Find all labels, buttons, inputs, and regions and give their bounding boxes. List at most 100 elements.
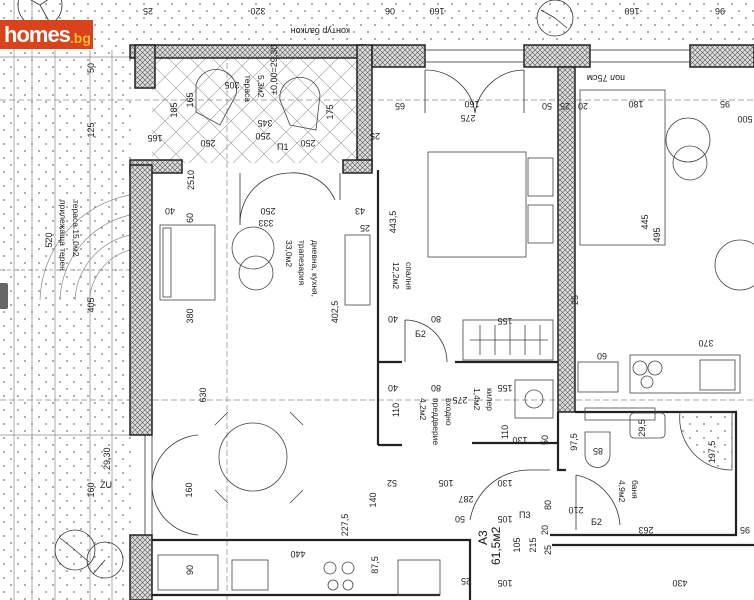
armchair [195,69,237,126]
dimension-label: 50 [455,514,465,524]
room-label-yard-terrace-area: тераса 15,0м2 [71,200,81,257]
room-label-terrace: тераса [243,75,253,102]
dimension-label: 380 [185,308,195,323]
sill-label: пол 75см [587,73,625,83]
dimension-label: 125 [86,122,96,137]
dimension-label: 60 [597,351,607,361]
door-tag-b2: Б2 [415,329,426,339]
dimension-label: 25 [570,295,580,305]
room-label-closet-area: 1,4м2 [472,388,482,411]
room-label-living-area: 33,0м2 [284,240,294,267]
dimension-label: 320 [250,6,265,16]
dimension-label: 60 [185,213,195,223]
side-scroll-handle[interactable] [0,283,8,309]
room-label-terrace-area: 5,3м2 [256,75,266,98]
toilet [584,431,611,468]
dimension-label: 52 [387,478,397,488]
dimension-label: 40 [165,206,175,216]
room-label-bath-area: 4,9м2 [617,480,627,503]
dimension-label: 165 [147,133,162,143]
dimension-label: 160 [429,6,444,16]
dimension-label: 43 [355,206,365,216]
room-label-living: дневна, кухня, [310,240,320,297]
dimension-label: 25 [143,6,153,16]
dimension-label: 20 [578,101,588,111]
round-table [231,226,275,270]
dimension-label: 197,5 [707,441,717,464]
dimension-label: 40 [388,314,398,324]
room-label-hall: входно [444,398,454,426]
dimension-label: 287 [458,494,473,504]
dimension-label: 445 [640,214,650,229]
dimension-label: 130 [497,478,512,488]
dimension-label: 305 [224,80,239,90]
shower [679,411,733,471]
dimension-label: 105 [497,578,512,588]
armchair [279,76,321,131]
floor-level-label: ±0,00=29,30 [269,45,279,95]
bed [427,151,527,258]
dimension-label: 333 [258,218,273,228]
dimension-label: 160 [464,99,479,109]
dimension-label: 405 [86,297,96,312]
dimension-label: 160 [624,6,639,16]
wardrobe [579,89,666,246]
dimension-label: 175 [325,104,335,119]
dimension-label: 250 [200,138,215,148]
dimension-label: 105 [497,514,512,524]
dimension-label: 96 [715,6,725,16]
room-label-closet: килер [485,388,495,411]
dimension-label: 06 [385,6,395,16]
front-area [133,0,754,45]
dimension-label: 227,5 [340,514,350,537]
dimension-label: 50 [86,63,96,73]
dimension-label: 50 [540,435,550,445]
openings [144,49,691,536]
dimension-label: 210 [568,505,583,515]
unit-name: A3 [476,530,490,545]
dimension-label: 155 [497,316,512,326]
dimension-label: 140 [368,492,378,507]
room-label-yard-terrace: прилежаща терен [58,200,68,271]
dimension-label: 250 [300,138,315,148]
dimension-label: 250 [255,131,270,141]
sofa [159,224,216,301]
dimension-label: 520 [44,232,54,247]
walls [129,44,754,600]
room-label-bath: баня [630,480,640,499]
dimension-label: 95 [720,99,730,109]
dimension-label: 250 [260,206,275,216]
dimension-label: 2510 [186,170,196,190]
dimension-label: 443,5 [388,211,398,234]
boiler [514,379,554,419]
kitchen-counter [629,354,741,394]
level-mark: 29,30 [102,447,112,470]
room-label-living-2: трапезария [297,240,307,286]
logo-suffix: .bg [69,29,91,46]
dimension-label: 25 [560,101,570,111]
door-tag-p3: П3 [519,510,530,520]
dimension-label: 155 [497,383,512,393]
dimension-label: 29,5 [637,419,647,437]
dimension-label: 110 [391,403,401,417]
dimension-label: 345 [257,118,272,128]
homes-bg-logo[interactable]: homes.bg [0,20,93,49]
dimension-label: 165 [185,92,195,107]
dimension-label: 275 [452,395,467,405]
room-label-hall-2: преддверие [431,398,441,445]
dimension-label: 130 [512,435,527,445]
tree-icon [17,0,574,579]
furniture [157,69,754,596]
room-label-bedroom-area: 12,2м2 [391,262,401,289]
sink [231,559,269,591]
dimension-label: 40 [388,383,398,393]
dimension-label: 105 [438,478,453,488]
dimension-label: 160 [86,482,96,497]
dimension-label: 370 [698,338,713,348]
dimension-label: 110 [500,425,510,439]
dimension-label: 25 [360,223,370,233]
bathtub-edge [584,407,656,421]
dimension-label: 80 [431,383,441,393]
